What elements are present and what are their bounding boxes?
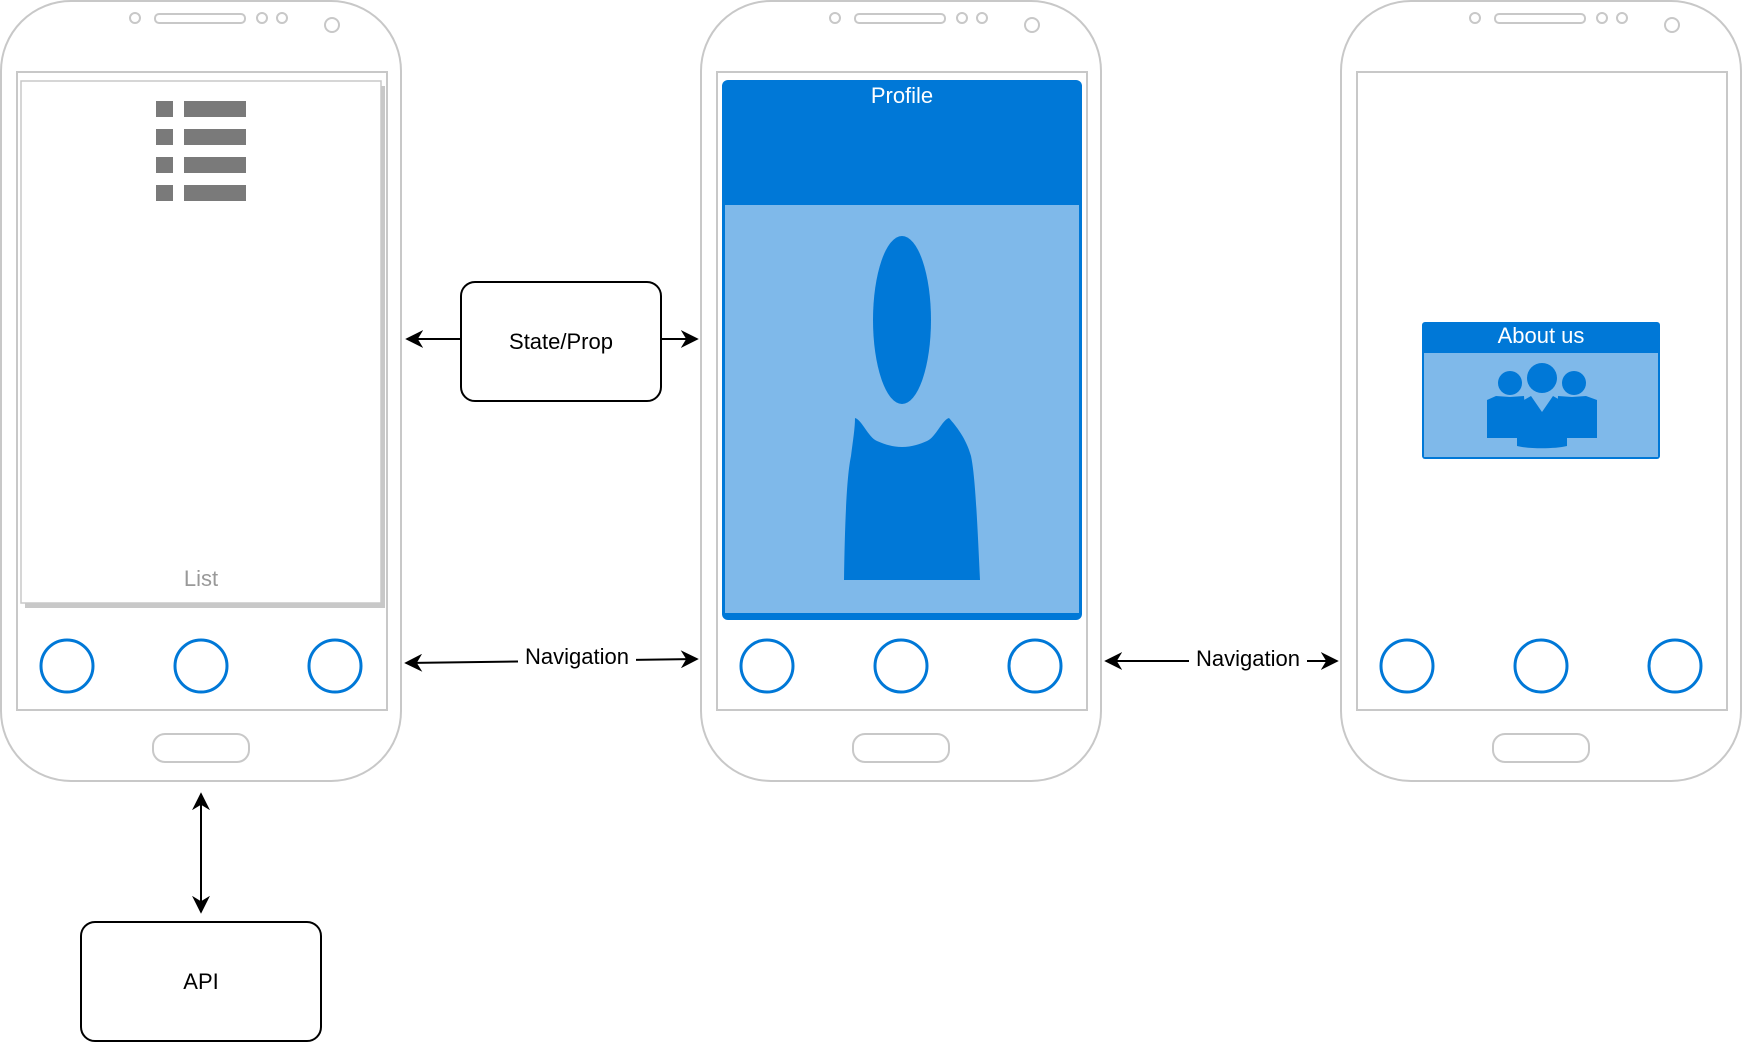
nav-button-3[interactable] xyxy=(1647,638,1703,694)
phone-speaker-icon xyxy=(154,13,246,24)
nav-label-list-profile: Navigation xyxy=(525,644,629,669)
phone-camera-icon xyxy=(324,17,340,33)
home-button[interactable] xyxy=(852,733,950,763)
phone-camera-icon xyxy=(1664,17,1680,33)
phone-sensor-icon xyxy=(276,12,288,24)
home-button[interactable] xyxy=(1492,733,1590,763)
api-node: API xyxy=(80,921,322,1042)
nav-button-2[interactable] xyxy=(173,638,229,694)
list-icon xyxy=(156,101,246,201)
phone-sensor-icon xyxy=(129,12,141,24)
nav-button-3[interactable] xyxy=(1007,638,1063,694)
state-prop-label: State/Prop xyxy=(509,329,613,354)
phone-profile: Profile xyxy=(700,0,1102,782)
api-label: API xyxy=(183,969,218,994)
nav-button-1[interactable] xyxy=(739,638,795,694)
profile-title: Profile xyxy=(871,83,933,108)
phone-speaker-icon xyxy=(1494,13,1586,24)
api-box[interactable] xyxy=(80,921,322,1042)
people-group-icon xyxy=(1487,363,1597,449)
nav-button-3[interactable] xyxy=(307,638,363,694)
phone-sensor-icon xyxy=(976,12,988,24)
nav-label-bg xyxy=(518,643,636,669)
list-label: List xyxy=(184,566,218,591)
phone-speaker-icon xyxy=(854,13,946,24)
phone-about: About us xyxy=(1340,0,1742,782)
person-silhouette-icon xyxy=(844,236,980,580)
phone-camera-icon xyxy=(1024,17,1040,33)
nav-label-profile-about: Navigation xyxy=(1196,646,1300,671)
nav-button-2[interactable] xyxy=(873,638,929,694)
phone-sensor-icon xyxy=(956,12,968,24)
phone-sensor-icon xyxy=(256,12,268,24)
nav-button-2[interactable] xyxy=(1513,638,1569,694)
phone-sensor-icon xyxy=(829,12,841,24)
home-button[interactable] xyxy=(152,733,250,763)
state-prop-box[interactable] xyxy=(460,281,662,402)
phone-sensor-icon xyxy=(1469,12,1481,24)
phone-sensor-icon xyxy=(1616,12,1628,24)
phone-list: List xyxy=(0,0,402,782)
about-card-title: About us xyxy=(1498,323,1585,348)
nav-label-bg xyxy=(1189,645,1307,671)
phone-sensor-icon xyxy=(1596,12,1608,24)
nav-button-1[interactable] xyxy=(39,638,95,694)
state-prop-node: State/Prop xyxy=(460,281,662,402)
nav-button-1[interactable] xyxy=(1379,638,1435,694)
